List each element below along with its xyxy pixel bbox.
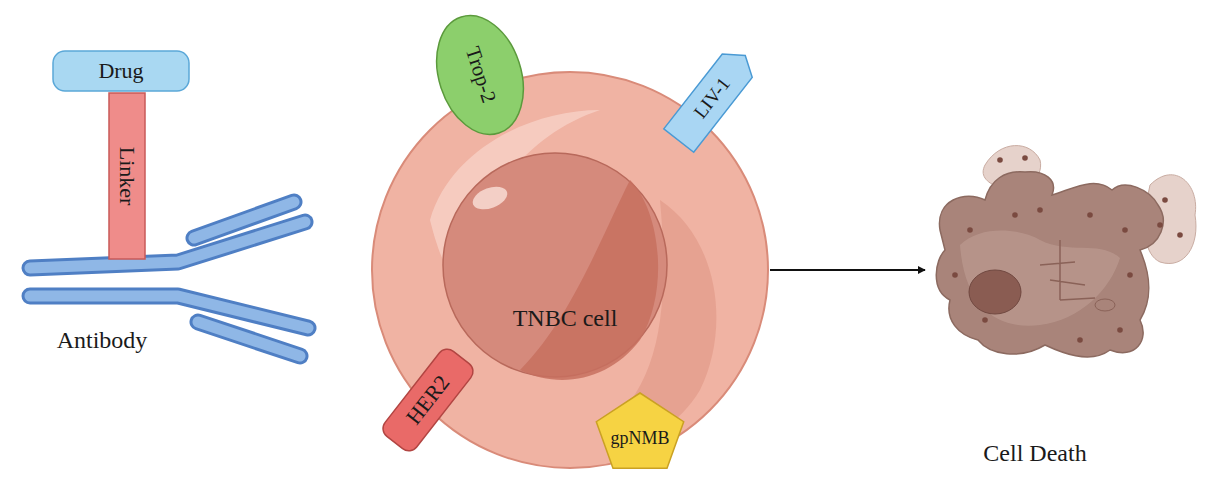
antibody-fill (30, 202, 308, 356)
organelle-lines (1040, 240, 1095, 300)
ellipse-outline (422, 4, 538, 145)
heavy-chain (30, 222, 305, 268)
debris-dot (1022, 155, 1028, 161)
node-label: Drug (98, 59, 143, 83)
box-outline (53, 51, 189, 91)
text-holder: TNBC cell (370, 70, 770, 470)
node-label: TNBC cell (513, 305, 618, 331)
heavy-chain (30, 222, 305, 268)
box-outline (109, 93, 145, 259)
node-label: Antibody (57, 327, 148, 353)
dead-cell-outline (925, 130, 1195, 475)
text-holder: gpNMB (594, 393, 686, 473)
heavy-chain (30, 296, 308, 328)
debris-dot (1012, 212, 1018, 218)
debris-dot (1087, 212, 1093, 218)
debris-dot (1117, 327, 1123, 333)
light-chain (198, 322, 300, 356)
nucleus-highlight (470, 182, 511, 213)
debris-dot (967, 227, 973, 233)
debris-dot (1127, 272, 1133, 278)
text-holder: Linker (108, 92, 146, 260)
cytoplasm-shade (960, 230, 1120, 325)
text-holder: Drug (52, 50, 190, 92)
tnbc-cell: TNBC cellTrop-2LIV-1HER2gpNMB (370, 70, 770, 470)
debris-dot (1162, 197, 1168, 203)
node-label: gpNMB (610, 429, 669, 449)
node-label: LIV-1 (690, 74, 735, 123)
condensed-nucleus (969, 270, 1021, 314)
mitochondrion (1095, 299, 1115, 311)
drug-box: Drug (52, 50, 190, 92)
debris-dot (1037, 207, 1043, 213)
arrow-connector (770, 269, 925, 271)
node-label: Trop-2 (460, 44, 500, 106)
dead-cell: Cell Death (925, 130, 1195, 475)
antibody-label: Antibody (22, 322, 182, 358)
debris-dot (1122, 227, 1128, 233)
tag-outline (664, 44, 760, 153)
gpnmb-receptor: gpNMB (594, 393, 686, 473)
debris-dot (1177, 232, 1183, 238)
text-holder: Cell Death (925, 130, 1195, 475)
debris-dot (982, 317, 988, 323)
box-outline (379, 345, 477, 455)
pentagon-outline (596, 393, 683, 468)
dead-cell-drawing (936, 146, 1196, 357)
linker-box: Linker (108, 92, 146, 260)
node-label: Cell Death (983, 440, 1086, 466)
debris-dot (1077, 337, 1083, 343)
light-chain (194, 202, 294, 238)
debris-dot (952, 272, 958, 278)
node-label: Linker (115, 147, 139, 206)
debris-dot (997, 157, 1003, 163)
debris-dot (1157, 222, 1163, 228)
dead-cell-body (936, 172, 1163, 357)
antibody-outline (30, 202, 308, 356)
nucleus-shade (520, 180, 658, 380)
heavy-chain (30, 296, 308, 328)
text-holder: Antibody (22, 322, 182, 358)
